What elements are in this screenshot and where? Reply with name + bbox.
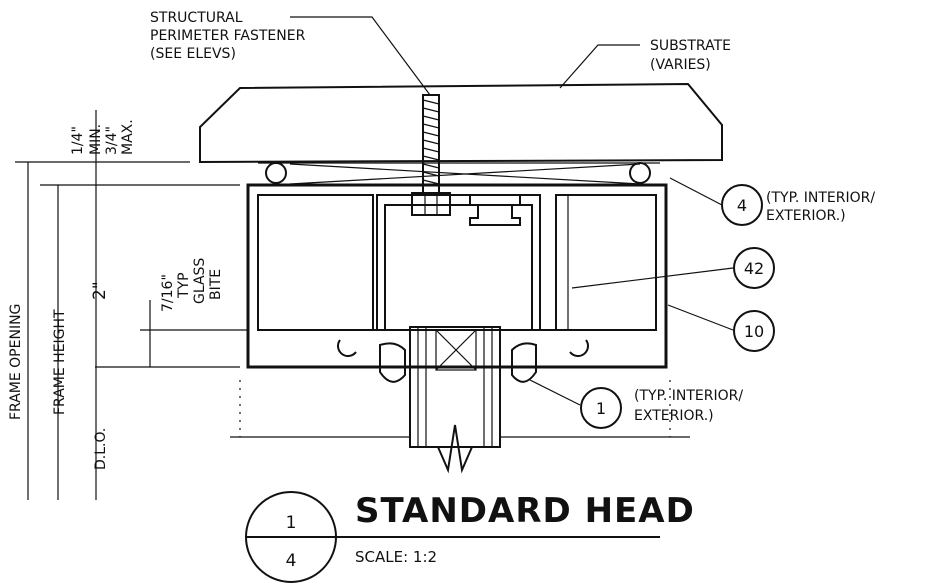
frame-head-extrusion [246,183,668,369]
bite-line2: TYP [176,272,192,299]
callout-4: 4 (TYP. INTERIOR/ EXTERIOR.) [721,184,875,226]
glass-unit [409,326,501,474]
detail-title: STANDARD HEAD [355,491,695,531]
callout-1-note-line1: (TYP. INTERIOR/ [634,388,743,404]
two-inch-dim: 2" [90,281,110,300]
substrate-label-line2: (VARIES) [650,57,711,73]
glazing-gaskets [337,339,589,383]
fastener-label-line3: (SEE ELEVS) [150,46,236,62]
callout-10: 10 [733,310,775,352]
substrate [199,82,723,164]
structural-fastener [411,94,451,216]
dlo-label: D.L.O. [93,428,109,470]
insert-clip [469,194,521,226]
frame-opening-label: FRAME OPENING [8,304,24,420]
callout-42: 42 [733,247,775,289]
fastener-label-line2: PERIMETER FASTENER [150,28,306,44]
title-block: 1 4 STANDARD HEAD SCALE: 1:2 [245,491,695,583]
shim-dim-line3: 3/4" [104,126,120,155]
backer-rod-right [629,162,651,184]
substrate-label-line1: SUBSTRATE [650,38,731,54]
shim-dim-line1: 1/4" [70,126,86,155]
callout-4-note-line2: EXTERIOR.) [766,208,846,224]
callout-4-number: 4 [737,196,747,215]
callout-1: 1 (TYP. INTERIOR/ EXTERIOR.) [580,387,743,429]
callout-1-number: 1 [596,399,606,418]
shim-dim-line4: MAX. [120,119,136,155]
dimension-lines [15,110,248,500]
reference-lines [95,366,690,438]
callout-10-number: 10 [744,322,764,341]
backer-rod-left [265,162,287,184]
frame-height-label: FRAME HEIGHT [52,309,68,415]
fastener-label-line1: STRUCTURAL [150,10,243,26]
scale-label: SCALE: 1:2 [355,548,437,566]
bite-line3: GLASS [192,258,208,304]
bite-line1: 7/16" [160,274,176,312]
callout-4-note-line1: (TYP. INTERIOR/ [766,190,875,206]
callout-42-number: 42 [744,259,764,278]
leader-lines [290,16,734,406]
sheet-number: 4 [286,551,297,571]
detail-number: 1 [286,513,297,533]
shim-dim-line2: MIN. [88,124,104,155]
callout-1-note-line2: EXTERIOR.) [634,408,714,424]
perimeter-sealant [258,162,660,186]
bite-line4: BITE [208,269,224,300]
